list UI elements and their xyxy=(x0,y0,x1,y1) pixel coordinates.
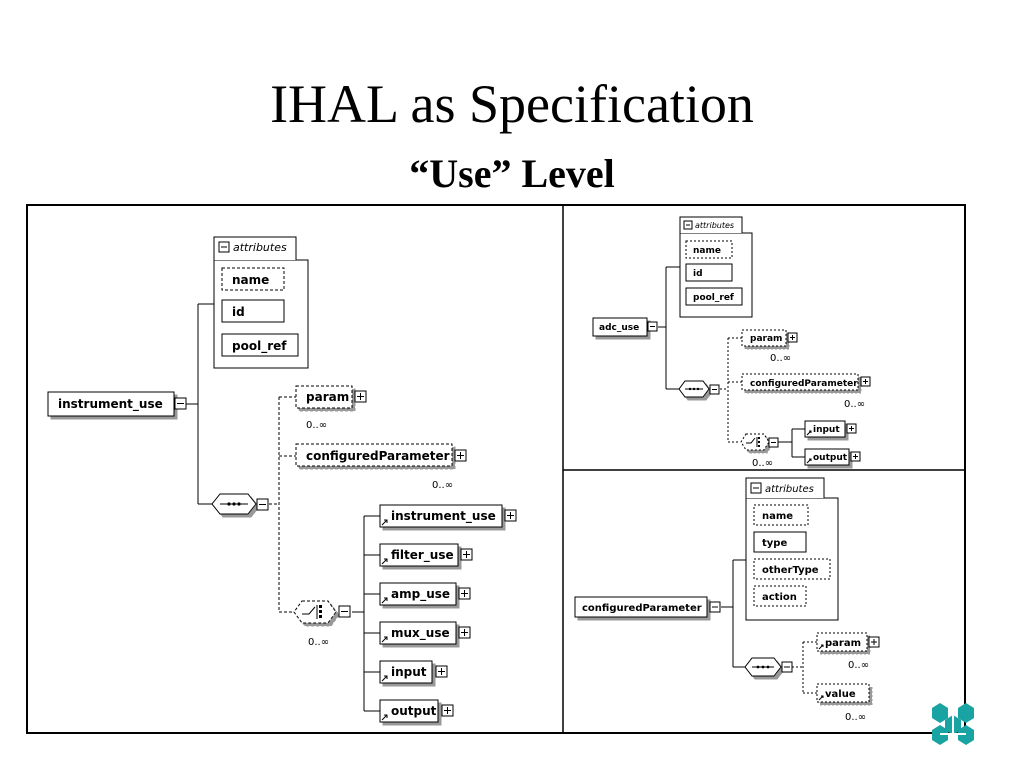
diagram-frame xyxy=(26,204,966,734)
expand-plus-icon[interactable] xyxy=(454,449,467,462)
element-ref-output: output xyxy=(379,699,454,723)
panel-adc-use: adc_use attributes name id pool_ref para… xyxy=(592,216,871,469)
attributes-label: attributes xyxy=(695,221,734,230)
attribute-name: name xyxy=(762,511,793,522)
root-label-configured-parameter: configuredParameter xyxy=(582,603,702,614)
expand-plus-icon[interactable] xyxy=(860,376,871,387)
svg-text:input: input xyxy=(813,425,840,435)
occurrence-label: 0..∞ xyxy=(308,637,329,648)
expand-plus-icon[interactable] xyxy=(354,390,367,403)
collapse-minus-icon[interactable] xyxy=(709,384,720,395)
element-ref-filter-use: filter_use xyxy=(379,543,473,567)
svg-text:instrument_use: instrument_use xyxy=(391,509,496,524)
element-param: param xyxy=(750,334,782,344)
svg-text:filter_use: filter_use xyxy=(391,548,454,563)
expand-plus-icon[interactable] xyxy=(868,636,880,648)
element-ref-input: input xyxy=(804,420,857,438)
panel-instrument-use: instrument_use attributes name id pool_r… xyxy=(47,236,517,723)
collapse-minus-icon[interactable] xyxy=(256,498,269,511)
attribute-type: type xyxy=(762,538,787,549)
collapse-minus-icon[interactable] xyxy=(750,482,762,494)
occurrence-label: 0..∞ xyxy=(752,458,773,469)
collapse-minus-icon[interactable] xyxy=(218,241,230,253)
collapse-minus-icon[interactable] xyxy=(683,220,693,230)
collapse-minus-icon[interactable] xyxy=(781,661,793,673)
panel-configured-parameter: configuredParameter attributes name type… xyxy=(574,477,880,723)
element-ref-amp-use: amp_use xyxy=(379,582,471,606)
company-logo-icon xyxy=(932,692,974,745)
element-ref-instrument-use: instrument_use xyxy=(379,504,517,528)
collapse-minus-icon[interactable] xyxy=(647,321,658,332)
sequence-compositor-icon xyxy=(678,380,710,398)
svg-text:input: input xyxy=(391,665,427,679)
element-value: value xyxy=(825,689,856,700)
svg-text:amp_use: amp_use xyxy=(391,587,450,602)
choice-compositor-icon xyxy=(740,433,770,451)
sequence-compositor-icon xyxy=(744,657,782,677)
element-ref-input: input xyxy=(379,660,448,684)
attribute-name: name xyxy=(693,246,721,256)
collapse-minus-icon[interactable] xyxy=(709,601,721,613)
occurrence-label: 0..∞ xyxy=(844,399,865,410)
element-param: param xyxy=(825,638,861,649)
svg-text:output: output xyxy=(813,453,848,463)
occurrence-label: 0..∞ xyxy=(432,480,453,491)
collapse-minus-icon[interactable] xyxy=(174,397,187,410)
occurrence-label: 0..∞ xyxy=(770,353,791,364)
svg-text:mux_use: mux_use xyxy=(391,626,450,641)
root-label-adc-use: adc_use xyxy=(599,323,639,333)
attribute-pool-ref: pool_ref xyxy=(232,339,287,354)
attribute-pool-ref: pool_ref xyxy=(693,293,734,303)
svg-text:output: output xyxy=(391,704,437,718)
attribute-id: id xyxy=(232,305,245,319)
slide-subtitle: “Use” Level xyxy=(409,151,615,196)
sequence-compositor-icon xyxy=(211,493,257,515)
attribute-name: name xyxy=(232,273,269,287)
attribute-action: action xyxy=(762,592,797,603)
element-ref-mux-use: mux_use xyxy=(379,621,471,645)
collapse-minus-icon[interactable] xyxy=(338,605,351,618)
expand-plus-icon[interactable] xyxy=(787,332,798,343)
attributes-label: attributes xyxy=(765,484,814,495)
occurrence-label: 0..∞ xyxy=(848,660,869,671)
element-configured-parameter: configuredParameter xyxy=(306,449,450,463)
element-param: param xyxy=(306,390,349,404)
attributes-label: attributes xyxy=(233,241,287,254)
element-ref-output: output xyxy=(804,448,861,466)
attribute-other-type: otherType xyxy=(762,565,819,576)
root-label-instrument-use: instrument_use xyxy=(58,397,163,412)
attribute-id: id xyxy=(693,269,703,279)
choice-compositor-icon xyxy=(293,600,337,624)
collapse-minus-icon[interactable] xyxy=(768,437,779,448)
slide-title: IHAL as Specification xyxy=(270,74,754,134)
occurrence-label: 0..∞ xyxy=(845,712,866,723)
element-configured-parameter: configuredParameter xyxy=(750,379,858,389)
occurrence-label: 0..∞ xyxy=(306,420,327,431)
